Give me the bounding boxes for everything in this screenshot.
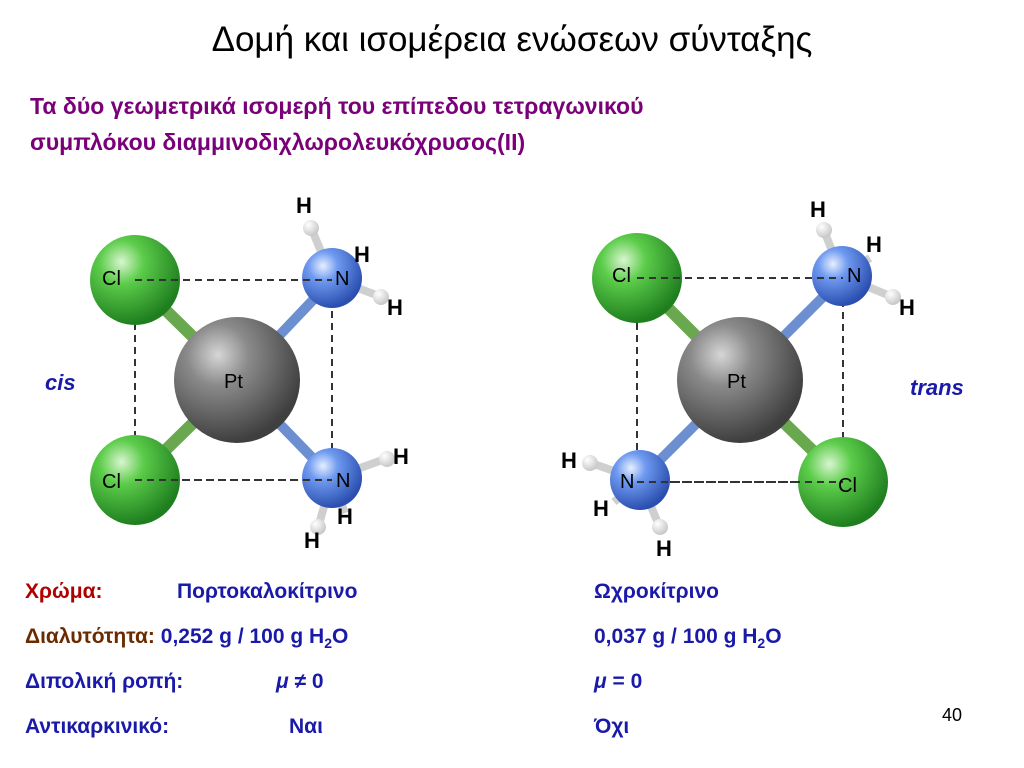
subtitle-line-1: Τα δύο γεωμετρικά ισομερή του επίπεδου τ…: [30, 93, 644, 119]
anticancer-label: Αντικαρκινικό:: [25, 715, 170, 738]
slide-subtitle: Τα δύο γεωμετρικά ισομερή του επίπεδου τ…: [30, 88, 990, 160]
trans-h-6: H: [656, 536, 672, 561]
trans-h-4: H: [561, 448, 577, 473]
cis-molecule: Cl Cl N N Pt H H H H H H: [90, 193, 409, 553]
trans-n-top-label: N: [847, 265, 861, 287]
anticancer-cis-value: Ναι: [289, 715, 323, 738]
cis-pt: [174, 317, 300, 443]
page-number: 40: [942, 705, 963, 725]
solubility-label: Διαλυτότητα:: [25, 625, 155, 648]
trans-h-2: H: [866, 232, 882, 257]
color-cis-value: Πορτοκαλοκίτρινο: [177, 580, 358, 603]
cis-pt-label: Pt: [224, 371, 243, 393]
anticancer-trans-value: Όχι: [594, 715, 630, 738]
trans-n-top: [812, 246, 872, 306]
cis-n-bottom: [302, 448, 362, 508]
solubility-row-cis: Διαλυτότητα: 0,252 g / 100 g H2O: [25, 625, 348, 651]
solubility-cis-value: 0,252 g / 100 g H2O: [160, 625, 349, 652]
trans-cl-bottom-label: Cl: [838, 475, 857, 497]
dipole-label: Διπολική ροπή:: [25, 670, 184, 693]
cis-cl-top-label: Cl: [102, 268, 121, 290]
cis-n-top-label: N: [335, 268, 349, 290]
trans-pt: [677, 317, 803, 443]
trans-pt-label: Pt: [727, 371, 746, 393]
trans-n-bottom-label: N: [620, 471, 634, 493]
trans-n-bottom: [610, 450, 670, 510]
cis-n-top: [302, 248, 362, 308]
cis-h-2: H: [354, 242, 370, 267]
trans-h-1: H: [810, 197, 826, 222]
cis-cl-bottom-label: Cl: [102, 471, 121, 493]
cis-n-bottom-label: N: [336, 470, 350, 492]
trans-h-3: H: [899, 295, 915, 320]
dipole-cis-value: μ ≠ 0: [276, 670, 324, 693]
trans-molecule: Cl Cl N N Pt H H H H H H: [561, 197, 915, 561]
trans-cl-top-label: Cl: [612, 265, 631, 287]
color-label: Χρώμα:: [25, 580, 103, 603]
cis-label: cis: [45, 370, 76, 395]
subtitle-line-2: συμπλόκου διαμμινοδιχλωρολευκόχρυσος(II): [30, 129, 526, 155]
trans-label: trans: [910, 375, 964, 400]
cis-h-6: H: [304, 528, 320, 553]
trans-h-5: H: [593, 496, 609, 521]
cis-h-4: H: [393, 444, 409, 469]
cis-h-1: H: [296, 193, 312, 218]
color-trans-value: Ωχροκίτρινο: [594, 580, 719, 603]
dipole-trans-value: μ = 0: [594, 670, 643, 693]
cis-h-3: H: [387, 295, 403, 320]
solubility-trans-value: 0,037 g / 100 g H2O: [594, 625, 782, 652]
cis-h-5: H: [337, 504, 353, 529]
slide-title: Δομή και ισομέρεια ενώσεων σύνταξης: [211, 20, 813, 59]
